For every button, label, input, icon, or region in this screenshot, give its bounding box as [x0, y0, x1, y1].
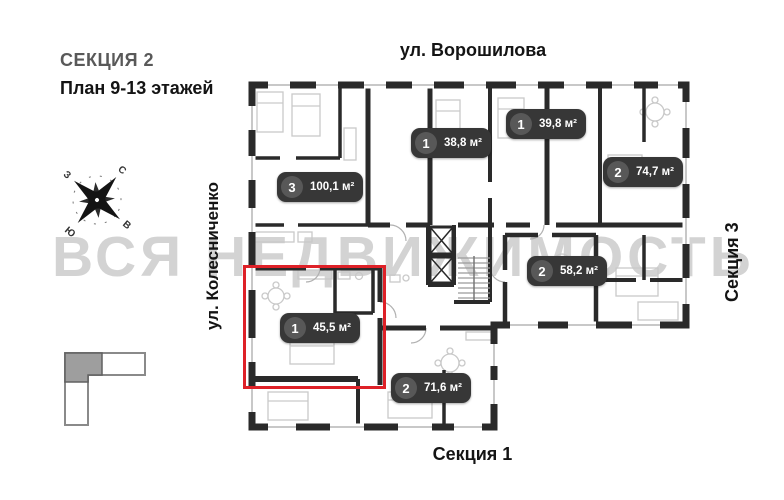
apartment-area: 58,2 м² — [560, 265, 598, 277]
apartment-badge-45-5[interactable]: 1 45,5 м² — [280, 313, 360, 343]
outer-walls — [248, 81, 690, 431]
apartment-area: 38,8 м² — [444, 137, 482, 149]
room-count: 2 — [395, 377, 417, 399]
interior-walls — [252, 85, 686, 427]
room-count: 2 — [531, 260, 553, 282]
apartment-area: 74,7 м² — [636, 166, 674, 178]
elevator-stair-core — [428, 225, 490, 300]
current-section-marker — [64, 352, 103, 383]
room-count: 2 — [607, 161, 629, 183]
room-count: 1 — [284, 317, 306, 339]
page-title: СЕКЦИЯ 2 — [60, 50, 155, 70]
apartment-area: 100,1 м² — [310, 181, 355, 193]
apartment-badge-74-7[interactable]: 2 74,7 м² — [603, 157, 683, 187]
floor-plan — [248, 81, 690, 431]
apartment-badge-100-1[interactable]: 3 100,1 м² — [277, 172, 364, 202]
room-count: 1 — [415, 132, 437, 154]
compass-east-label: В — [120, 219, 133, 232]
room-count: 3 — [281, 176, 303, 198]
apartment-badge-71-6[interactable]: 2 71,6 м² — [391, 373, 471, 403]
apartment-area: 45,5 м² — [313, 322, 351, 334]
compass-west-label: З — [61, 169, 73, 181]
compass-south-label: Ю — [62, 225, 77, 240]
apartment-badge-58-2[interactable]: 2 58,2 м² — [527, 256, 607, 286]
highlight-box-apartment-45-5 — [243, 265, 386, 389]
apartment-area: 71,6 м² — [424, 382, 462, 394]
section-label-bottom: Секция 1 — [432, 444, 513, 464]
section-label-right: Секция 3 — [722, 222, 742, 302]
apartment-badge-39-8[interactable]: 1 39,8 м² — [506, 109, 586, 139]
compass-north-label: С — [115, 164, 128, 177]
apartment-area: 39,8 м² — [539, 118, 577, 130]
apartment-badge-38-8[interactable]: 1 38,8 м² — [411, 128, 491, 158]
street-label-top: ул. Ворошилова — [399, 40, 547, 60]
compass-rose-icon: С В Ю З — [61, 164, 133, 240]
windows — [248, 81, 690, 431]
page-subtitle: План 9-13 этажей — [60, 78, 214, 98]
street-label-left: ул. Колесниченко — [203, 181, 222, 330]
room-count: 1 — [510, 113, 532, 135]
section-locator-minimap — [64, 352, 146, 426]
